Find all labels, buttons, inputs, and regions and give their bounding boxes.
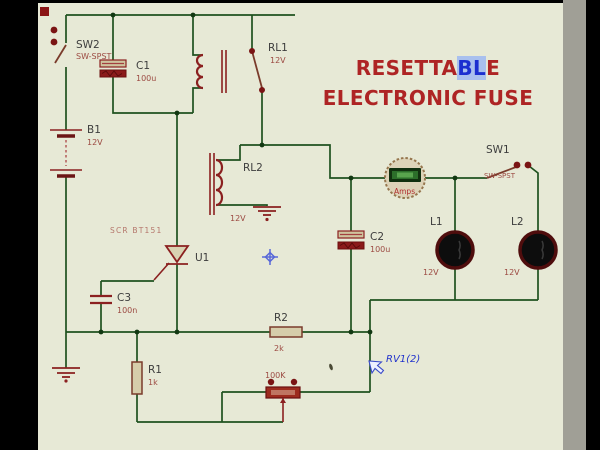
l2-ref-label: L2 [511, 216, 524, 228]
u1-part-label: SCR BT151 [110, 226, 162, 235]
b1-value-label: 12V [87, 138, 103, 147]
sheet-marker [40, 7, 49, 16]
lamp-l2[interactable]: L2 12V [504, 216, 558, 277]
title-line1: RESETTABLE [355, 56, 501, 80]
title-highlight: BL [457, 56, 487, 80]
resistor-r2[interactable]: R2 2k [269, 312, 303, 353]
schematic-title: RESETTABLE ELECTRONIC FUSE [318, 53, 538, 113]
sw1-ref-label: SW1 [486, 144, 510, 156]
letterbox-left [0, 0, 38, 450]
r2-value-label: 2k [274, 344, 284, 353]
frame-gray-strip [563, 0, 586, 450]
relay-rl2[interactable]: RL2 12V [209, 153, 263, 223]
switch-sw1[interactable]: SW1 SW-SPST [484, 144, 532, 180]
c2-ref-label: C2 [370, 231, 384, 243]
rl1-ref-label: RL1 [268, 42, 288, 54]
potentiometer-rv1[interactable]: 100K [265, 371, 301, 422]
sw2-ref-label: SW2 [76, 39, 100, 51]
ammeter-label: Amps [394, 187, 415, 196]
capacitor-c1[interactable]: C1 100u [99, 59, 156, 83]
l1-ref-label: L1 [430, 216, 443, 228]
rl1-value-label: 12V [270, 56, 286, 65]
rl2-value-label: 12V [230, 214, 246, 223]
capacitor-c3[interactable]: C3 100n [90, 292, 137, 315]
rl2-ref-label: RL2 [243, 162, 263, 174]
wires[interactable] [65, 14, 539, 423]
resistor-r1[interactable]: R1 1k [131, 361, 162, 395]
c1-value-label: 100u [136, 74, 156, 83]
u1-ref-label: U1 [195, 252, 209, 264]
letterbox-right [586, 0, 600, 450]
origin-marker-icon [262, 249, 278, 265]
l1-value-label: 12V [423, 268, 439, 277]
relay-rl1[interactable]: RL1 12V [195, 42, 288, 93]
svg-text:RV1(2): RV1(2) [386, 354, 420, 365]
sw1-type-label: SW-SPST [484, 172, 516, 180]
sw2-type-label: SW-SPST [76, 52, 112, 61]
l2-value-label: 12V [504, 268, 520, 277]
c2-value-label: 100u [370, 245, 390, 254]
b1-ref-label: B1 [87, 124, 101, 136]
junction-dots [98, 12, 458, 335]
r1-ref-label: R1 [148, 364, 162, 376]
stray-mark [329, 363, 333, 371]
cursor-arrow-icon [368, 360, 385, 375]
battery-b1[interactable]: B1 12V [50, 124, 103, 178]
switch-sw2[interactable]: SW2 SW-SPST [50, 26, 112, 64]
capacitor-c2[interactable]: C2 100u [337, 230, 390, 254]
rv1-value-label: 100K [265, 371, 286, 380]
r2-ref-label: R2 [274, 312, 288, 324]
ground-symbol-main [52, 332, 80, 383]
c1-ref-label: C1 [136, 60, 150, 72]
lamp-l1[interactable]: L1 12V [423, 216, 475, 277]
title-line2: ELECTRONIC FUSE [322, 86, 534, 110]
c3-value-label: 100n [117, 306, 137, 315]
ground-symbol-rl2 [253, 206, 281, 222]
letterbox-top [38, 0, 563, 3]
scr-u1[interactable]: U1 SCR BT151 [110, 226, 209, 281]
net-label: RV1(2) [386, 354, 420, 365]
ammeter[interactable]: Amps [384, 157, 426, 199]
r1-value-label: 1k [148, 378, 158, 387]
c3-ref-label: C3 [117, 292, 131, 304]
